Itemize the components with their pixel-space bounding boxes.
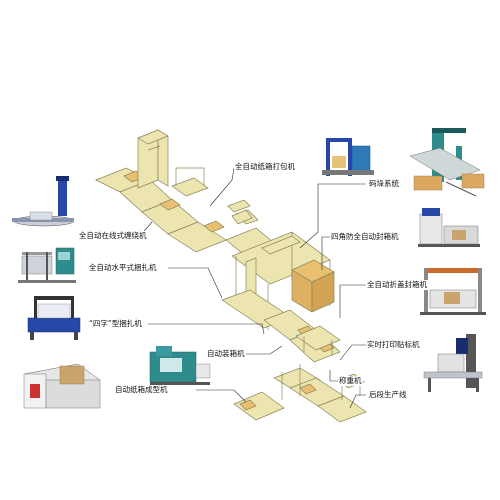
label-fold-cover-sealer: 全自动折盖封箱机 [366, 280, 428, 290]
label-online-stretch-wrapper: 全自动在线式缠绕机 [78, 231, 148, 241]
fold-cover-sealer-machine-icon [420, 268, 486, 315]
label-auto-case-erector: 自动纸箱成型机 [114, 385, 169, 395]
stretch-wrapper-machine-icon [12, 176, 75, 227]
case-packer-machine-icon [149, 346, 211, 385]
label-check-weigher: 称重机 [338, 376, 363, 386]
label-auto-case-packer: 自动装箱机 [206, 349, 246, 359]
label-printer-applicator-icon [423, 334, 483, 392]
horizontal-strapping-machine-icon [18, 247, 76, 283]
conveyor-layout [95, 129, 367, 423]
label-corner-sealer: 四角防全自动封箱机 [330, 232, 400, 242]
label-realtime-labeler: 实时打印贴标机 [366, 340, 421, 350]
label-cross-strapping: “四字”型捆扎机 [88, 319, 143, 329]
case-erector-machine-icon [23, 363, 101, 409]
label-horizontal-strapping: 全自动水平式捆扎机 [88, 263, 158, 273]
carton-strapping-machine-icon [322, 138, 374, 176]
cross-strapping-machine-icon [27, 296, 81, 340]
label-auto-carton-strapping-machine: 全自动纸箱打包机 [234, 162, 296, 172]
palletizer-machine-icon [409, 128, 485, 197]
leader-lines [112, 167, 366, 409]
label-palletizing-system: 码垛系统 [368, 179, 400, 189]
corner-sealer-machine-icon [418, 208, 480, 247]
label-upstream-production-line: 后段生产线 [368, 390, 408, 400]
